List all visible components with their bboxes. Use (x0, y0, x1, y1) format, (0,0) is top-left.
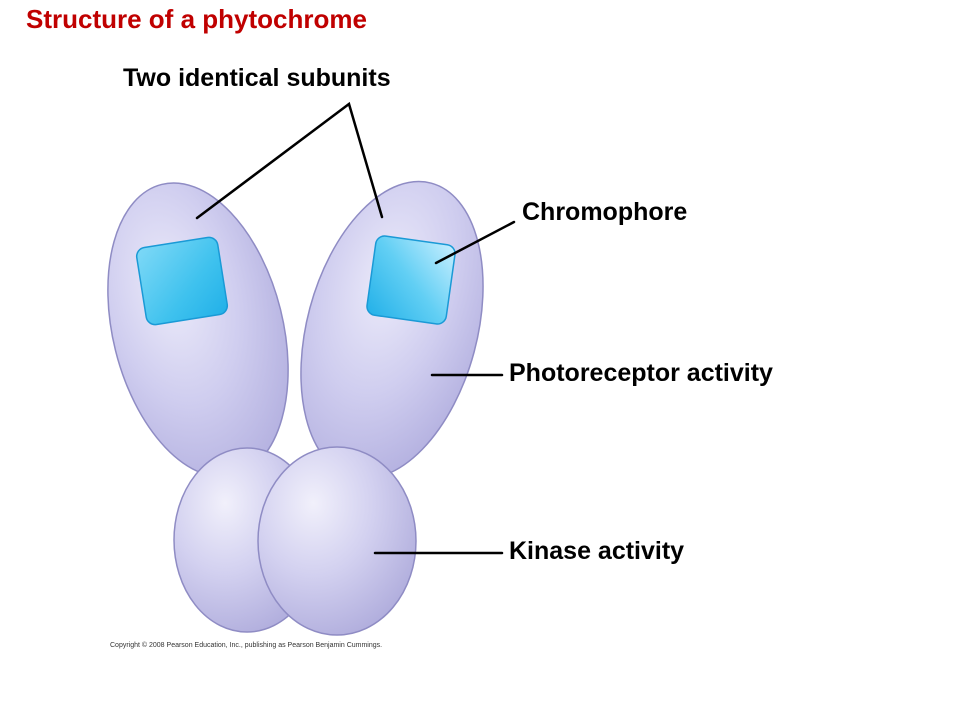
right-kinase-domain (257, 446, 417, 636)
page-title: Structure of a phytochrome (26, 4, 367, 34)
copyright-notice: Copyright © 2008 Pearson Education, Inc.… (110, 642, 383, 649)
left-subunit-lobe (107, 182, 289, 478)
kinase-activity-label: Kinase activity (509, 537, 685, 565)
subunits-leader-line (195, 101, 384, 220)
subunits-label: Two identical subunits (123, 64, 391, 92)
photoreceptor-activity-label: Photoreceptor activity (509, 359, 773, 387)
right-chromophore (366, 235, 456, 325)
chromophore-leader-line (434, 220, 516, 265)
chromophore-label: Chromophore (522, 198, 688, 226)
left-chromophore (135, 236, 229, 326)
right-subunit-lobe (300, 180, 484, 480)
